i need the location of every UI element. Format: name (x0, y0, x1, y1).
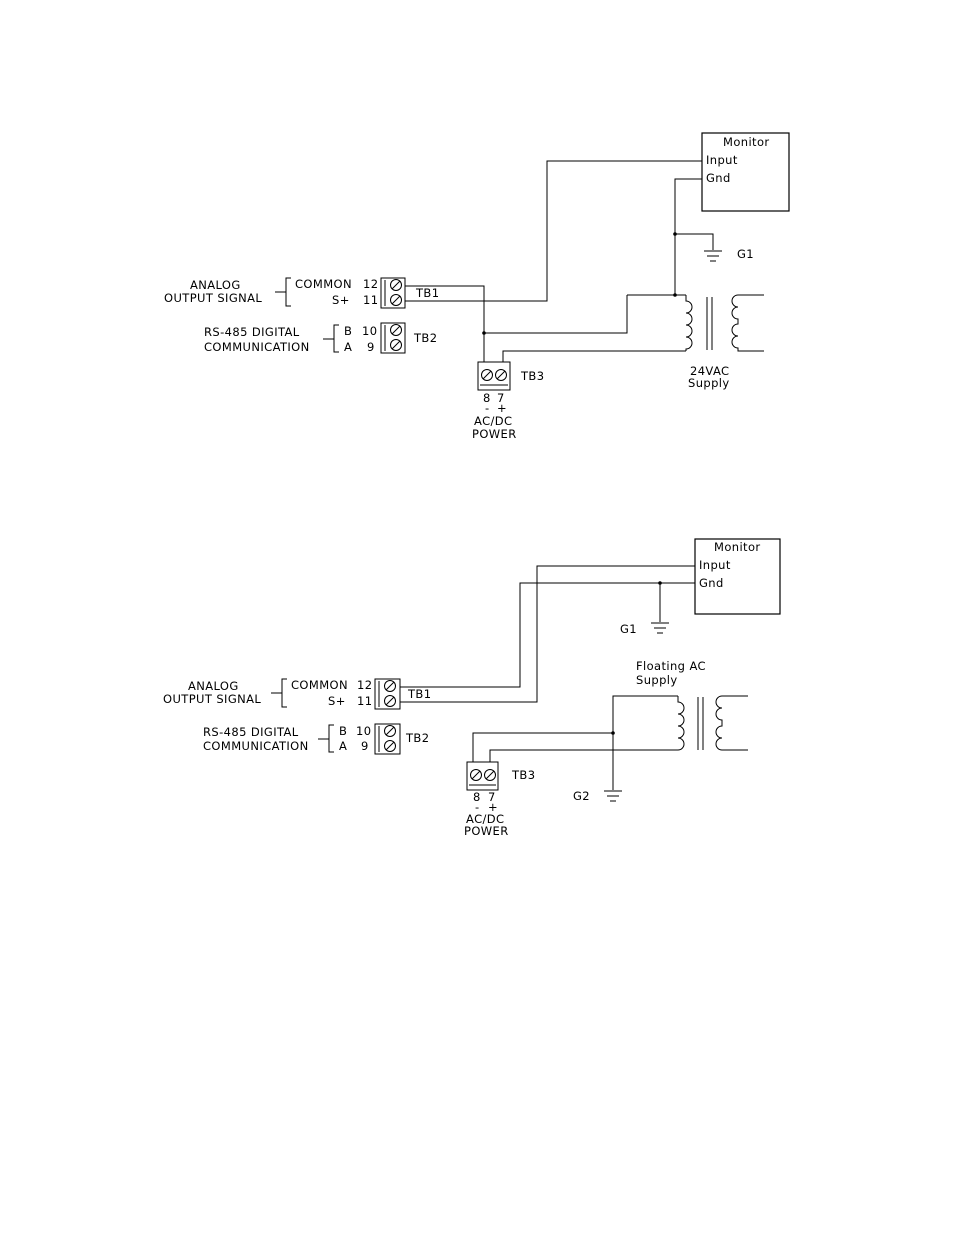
pin-12: 12 (363, 277, 378, 291)
a-label: A (339, 739, 347, 753)
monitor-title: Monitor (714, 540, 761, 554)
tb2-label: TB2 (405, 731, 429, 745)
transformer-icon (685, 294, 764, 352)
ground-symbol-g2-icon (604, 790, 622, 802)
plus-label: + (488, 800, 498, 814)
monitor-box-2: Monitor Input Gnd (694, 538, 781, 615)
wires-2 (400, 565, 695, 790)
tb3-label: TB3 (511, 768, 535, 782)
tb1-label: TB1 (415, 286, 439, 300)
pin-10: 10 (362, 324, 377, 338)
minus-label: - (475, 800, 480, 814)
rs485-label-1a: RS-485 DIGITAL (204, 325, 300, 339)
power-label-1a: AC/DC (474, 414, 512, 428)
terminal-block-tb1-1 (380, 277, 406, 309)
pin-10: 10 (356, 724, 371, 738)
analog-label-1b: OUTPUT SIGNAL (164, 291, 262, 305)
pin-12: 12 (357, 678, 372, 692)
splus-label: S+ (332, 293, 350, 307)
rs485-bracket (333, 324, 339, 353)
ground-symbol-g1-icon (651, 622, 669, 634)
power-label-2b: POWER (464, 824, 509, 838)
pin-7: 7 (488, 790, 496, 804)
terminal-block-tb2-1 (380, 322, 406, 354)
pin-9: 9 (361, 739, 369, 753)
tb3-label: TB3 (520, 369, 544, 383)
ground-label-g1: G1 (620, 622, 637, 636)
rs485-label-2b: COMMUNICATION (203, 739, 309, 753)
common-label: COMMON (291, 678, 348, 692)
pin-11: 11 (357, 694, 372, 708)
pin-11: 11 (363, 293, 378, 307)
minus-label: - (485, 401, 490, 415)
rs485-label-2a: RS-485 DIGITAL (203, 725, 299, 739)
splus-label: S+ (328, 694, 346, 708)
power-label-2a: AC/DC (466, 812, 504, 826)
wires-1 (405, 160, 714, 362)
monitor-title: Monitor (723, 135, 770, 149)
b-label: B (344, 324, 352, 338)
pin-8: 8 (473, 790, 481, 804)
plus-label: + (497, 401, 507, 415)
supply-label-2b: Supply (636, 673, 678, 687)
rs485-bracket (328, 724, 334, 753)
analog-bracket (281, 678, 287, 708)
pin-7: 7 (497, 391, 505, 405)
analog-label-2b: OUTPUT SIGNAL (163, 692, 261, 706)
analog-label-1a: ANALOG (190, 278, 241, 292)
terminal-block-tb2-2 (374, 723, 401, 755)
terminal-block-tb3-1 (477, 361, 511, 391)
b-label: B (339, 724, 347, 738)
power-label-1b: POWER (472, 427, 517, 441)
supply-label-1a: 24VAC (690, 364, 729, 378)
rs485-label-1b: COMMUNICATION (204, 340, 310, 354)
ground-label-g1: G1 (737, 247, 754, 261)
pin-8: 8 (483, 391, 491, 405)
diagram-1-grounded-24vac: Monitor Input Gnd G1 (164, 132, 790, 441)
analog-bracket (285, 277, 291, 307)
terminal-block-tb3-2 (466, 761, 499, 791)
monitor-input-label: Input (706, 153, 738, 167)
a-label: A (344, 340, 352, 354)
analog-label-2a: ANALOG (188, 679, 239, 693)
tb2-label: TB2 (413, 331, 437, 345)
tb1-label: TB1 (407, 687, 431, 701)
pin-9: 9 (367, 340, 375, 354)
ground-symbol-g1-icon (704, 250, 722, 262)
monitor-gnd-label: Gnd (699, 576, 724, 590)
transformer-icon (677, 695, 748, 751)
ground-label-g2: G2 (573, 789, 590, 803)
diagram-2-floating-ac: Monitor Input Gnd G1 G2 (163, 538, 781, 838)
supply-label-2a: Floating AC (636, 659, 706, 673)
monitor-box-1: Monitor Input Gnd (701, 132, 790, 212)
terminal-block-tb1-2 (374, 678, 401, 710)
supply-label-1b: Supply (688, 376, 730, 390)
monitor-input-label: Input (699, 558, 731, 572)
common-label: COMMON (295, 277, 352, 291)
monitor-gnd-label: Gnd (706, 171, 731, 185)
